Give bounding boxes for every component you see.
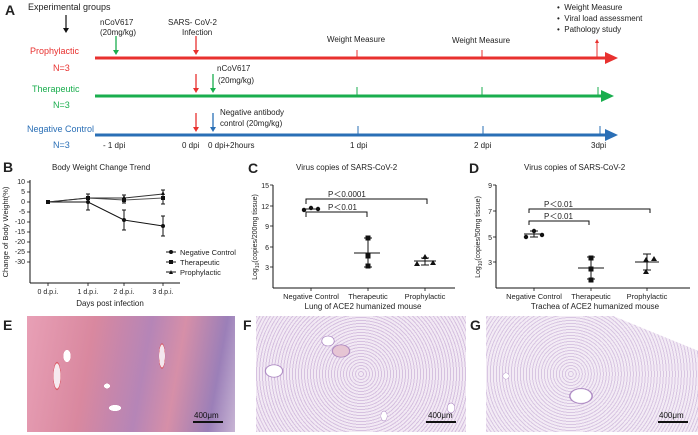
scale-bar: [658, 421, 688, 423]
svg-text:Trachea of ACE2 humanized mous: Trachea of ACE2 humanized mouse: [531, 302, 660, 311]
therapeutic-dose-amount: (20mg/kg): [218, 76, 255, 85]
svg-text:-20: -20: [15, 239, 25, 246]
infection-label: SARS- CoV-2: [168, 18, 217, 27]
chart-c-title: Virus copies of SARS-CoV-2: [296, 163, 398, 172]
svg-text:Change of Body Weight(%): Change of Body Weight(%): [1, 186, 10, 277]
svg-text:Therapeutic: Therapeutic: [571, 292, 611, 301]
svg-text:3 d.p.i.: 3 d.p.i.: [152, 289, 173, 296]
chart-c-plot: 3 6 9 12 15 P＜0.0001 P＜0.01: [252, 183, 455, 311]
experimental-groups-label: Experimental groups: [28, 2, 111, 12]
weight-measure-2dpi: Weight Measure: [452, 36, 511, 45]
svg-text:P＜0.0001: P＜0.0001: [328, 190, 366, 199]
group-negative-control-n: N=3: [53, 140, 70, 150]
timeline-diagram: [63, 15, 618, 141]
weight-measure-1dpi: Weight Measure: [327, 35, 386, 44]
svg-text:2 d.p.i.: 2 d.p.i.: [113, 289, 134, 296]
prophylactic-dose-label: nCoV617: [100, 18, 134, 27]
panel-letter-c: C: [248, 160, 259, 176]
svg-text:Negative Control: Negative Control: [506, 292, 562, 301]
chart-d-plot: 3 5 7 9 P＜0.01 P＜0.01: [475, 183, 690, 311]
time-0dpi-2hours: 0 dpi+2hours: [208, 141, 255, 150]
svg-text:6: 6: [265, 245, 269, 252]
svg-text:9: 9: [265, 224, 269, 231]
infection-label-2: Infection: [182, 28, 213, 37]
legend-prophylactic: Prophylactic: [180, 268, 221, 277]
svg-text:1 d.p.i.: 1 d.p.i.: [77, 289, 98, 296]
endpoint-3: • Pathology study: [557, 25, 622, 34]
svg-text:-5: -5: [19, 209, 25, 216]
histology-image-negative-control: 400μm: [27, 316, 235, 432]
svg-text:P＜0.01: P＜0.01: [544, 200, 573, 209]
group-therapeutic-n: N=3: [53, 100, 70, 110]
histology-image-therapeutic: 400μm: [256, 316, 466, 432]
svg-text:Log10(copies/50mg tissue): Log10(copies/50mg tissue): [475, 196, 484, 278]
time-2dpi: 2 dpi: [474, 141, 492, 150]
time-1dpi: 1 dpi: [350, 141, 368, 150]
svg-text:P＜0.01: P＜0.01: [544, 212, 573, 221]
endpoint-2: • Viral load assessment: [557, 14, 643, 23]
legend-therapeutic: Therapeutic: [180, 258, 220, 267]
svg-text:5: 5: [488, 235, 492, 242]
svg-text:P＜0.01: P＜0.01: [328, 203, 357, 212]
scale-label: 400μm: [194, 411, 219, 420]
svg-text:7: 7: [488, 209, 492, 216]
scale-label: 400μm: [659, 411, 684, 420]
endpoint-1: • Weight Measure: [557, 3, 623, 12]
group-negative-control-label: Negative Control: [27, 124, 95, 134]
svg-text:15: 15: [261, 183, 269, 190]
chart-b-plot: 10 5 0 -5 -10 -15 -20 -25 -30: [1, 179, 236, 308]
panel-letter-d: D: [469, 160, 480, 176]
panel-letter-b: B: [3, 159, 14, 175]
svg-text:0: 0: [21, 199, 25, 206]
scale-bar: [426, 421, 456, 423]
legend-negative-control: Negative Control: [180, 248, 236, 257]
svg-text:Lung of ACE2 humanized mouse: Lung of ACE2 humanized mouse: [305, 302, 423, 311]
histology-image-prophylactic: 400μm: [486, 316, 698, 432]
svg-text:-30: -30: [15, 259, 25, 266]
panel-letter-f: F: [243, 317, 252, 333]
svg-text:5: 5: [21, 189, 25, 196]
scale-bar: [193, 421, 223, 423]
svg-text:Negative Control: Negative Control: [283, 292, 339, 301]
svg-text:12: 12: [261, 204, 269, 211]
group-prophylactic-n: N=3: [53, 63, 70, 73]
panel-letter-g: G: [470, 317, 481, 333]
svg-text:-25: -25: [15, 249, 25, 256]
prophylactic-dose-amount: (20mg/kg): [100, 28, 137, 37]
chart-b-title: Body Weight Change Trend: [52, 163, 151, 172]
panel-letter-e: E: [3, 317, 13, 333]
time-0dpi: 0 dpi: [182, 141, 200, 150]
negative-dose-label: Negative antibody: [220, 108, 285, 117]
svg-text:Log10(copies/200mg tissue): Log10(copies/200mg tissue): [252, 194, 261, 280]
svg-text:Therapeutic: Therapeutic: [348, 292, 388, 301]
scale-label: 400μm: [428, 411, 453, 420]
svg-text:0 d.p.i.: 0 d.p.i.: [37, 289, 58, 296]
negative-dose-amount: control (20mg/kg): [220, 119, 283, 128]
panel-letter-a: A: [5, 2, 16, 18]
time-minus-1dpi: - 1 dpi: [103, 141, 126, 150]
chart-d-title: Virus copies of SARS-CoV-2: [524, 163, 626, 172]
svg-text:Prophylactic: Prophylactic: [627, 292, 668, 301]
group-prophylactic-label: Prophylactic: [30, 46, 80, 56]
group-therapeutic-label: Therapeutic: [32, 84, 80, 94]
svg-text:-10: -10: [15, 219, 25, 226]
therapeutic-dose-label: nCoV617: [217, 64, 251, 73]
svg-text:Days post infection: Days post infection: [76, 299, 144, 308]
time-3dpi: 3dpi: [591, 141, 607, 150]
svg-text:10: 10: [17, 179, 25, 186]
svg-text:3: 3: [488, 260, 492, 267]
svg-text:-15: -15: [15, 229, 25, 236]
svg-text:3: 3: [265, 265, 269, 272]
svg-text:9: 9: [488, 183, 492, 190]
svg-text:Prophylactic: Prophylactic: [405, 292, 446, 301]
